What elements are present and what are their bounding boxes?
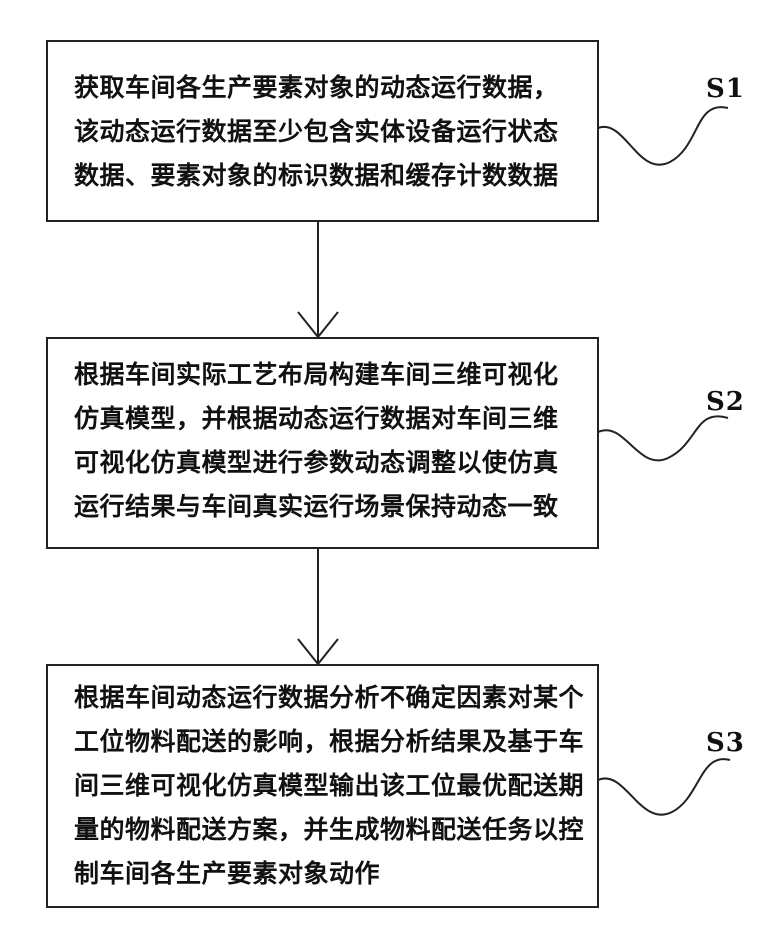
step-s1-line-1: 获取车间各生产要素对象的动态运行数据， [74,66,583,110]
step-s3-line-2: 工位物料配送的影响，根据分析结果及基于车 [74,720,583,764]
step-s3-line-3: 间三维可视化仿真模型输出该工位最优配送期 [74,764,583,808]
step-s3-line-5: 制车间各生产要素对象动作 [74,852,583,896]
step-s3-line-1: 根据车间动态运行数据分析不确定因素对某个 [74,676,583,720]
step-text-s1: 获取车间各生产要素对象的动态运行数据， 该动态运行数据至少包含实体设备运行状态 … [74,66,583,198]
step-s2-line-2: 仿真模型，并根据动态运行数据对车间三维 [74,397,583,441]
leader-line-s3 [598,759,730,815]
step-label-s3: S3 [706,728,745,758]
leader-line-s1 [598,107,728,165]
step-box-s1: 获取车间各生产要素对象的动态运行数据， 该动态运行数据至少包含实体设备运行状态 … [46,40,599,222]
step-text-s2: 根据车间实际工艺布局构建车间三维可视化 仿真模型，并根据动态运行数据对车间三维 … [74,353,583,529]
step-s2-line-1: 根据车间实际工艺布局构建车间三维可视化 [74,353,583,397]
step-s2-line-4: 运行结果与车间真实运行场景保持动态一致 [74,485,583,529]
leader-line-s2 [598,416,728,460]
step-box-s3: 根据车间动态运行数据分析不确定因素对某个 工位物料配送的影响，根据分析结果及基于… [46,664,599,908]
step-label-s2: S2 [706,387,745,417]
step-label-s1: S1 [706,74,745,104]
arrow-s2-to-s3 [298,548,338,664]
step-text-s3: 根据车间动态运行数据分析不确定因素对某个 工位物料配送的影响，根据分析结果及基于… [74,676,583,896]
step-s1-line-3: 数据、要素对象的标识数据和缓存计数数据 [74,154,583,198]
step-s3-line-4: 量的物料配送方案，并生成物料配送任务以控 [74,808,583,852]
step-s2-line-3: 可视化仿真模型进行参数动态调整以使仿真 [74,441,583,485]
step-s1-line-2: 该动态运行数据至少包含实体设备运行状态 [74,110,583,154]
step-box-s2: 根据车间实际工艺布局构建车间三维可视化 仿真模型，并根据动态运行数据对车间三维 … [46,337,599,549]
arrow-s1-to-s2 [298,221,338,337]
